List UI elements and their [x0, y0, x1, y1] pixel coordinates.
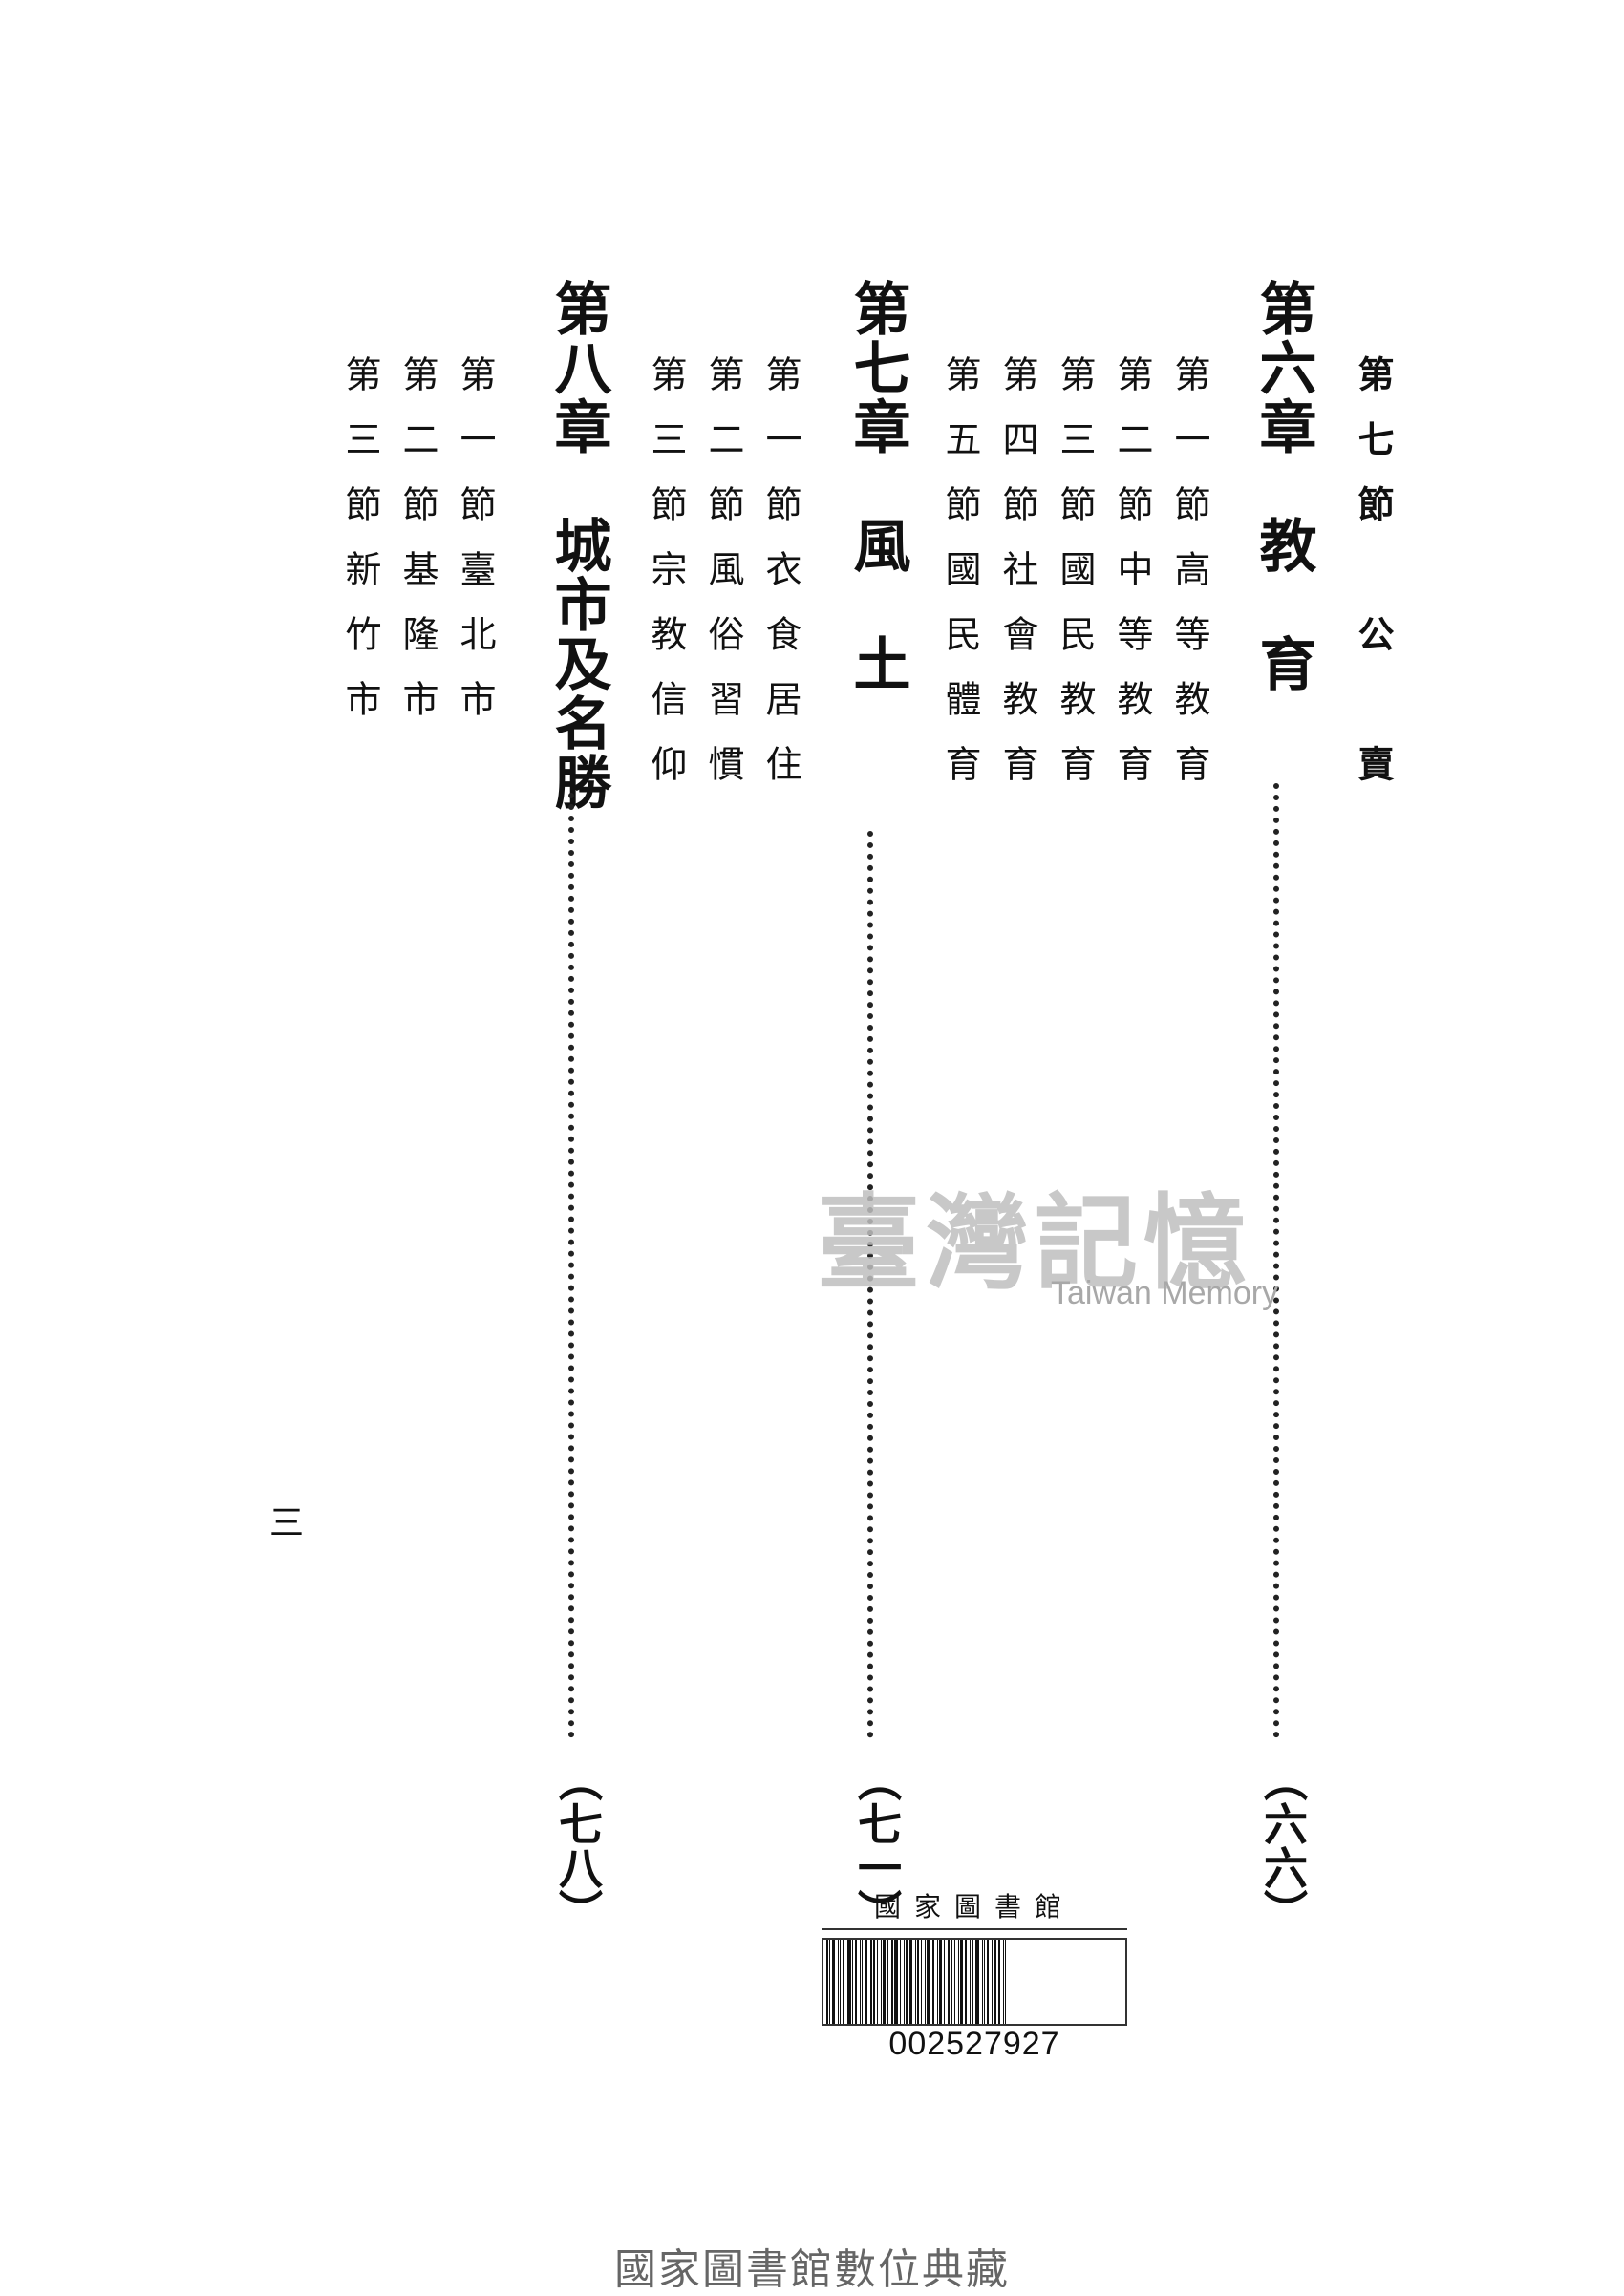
barcode-bar — [862, 1940, 863, 2024]
barcode-bar — [855, 1940, 857, 2024]
barcode-bar — [881, 1940, 882, 2024]
barcode-bar — [860, 1940, 861, 2024]
barcode-bar — [965, 1940, 967, 2024]
page-number: 三 — [264, 1504, 303, 1539]
barcode-bar — [960, 1940, 963, 2024]
toc-ch8-section: 第二節基隆市 — [396, 355, 438, 745]
barcode-bar — [829, 1940, 830, 2024]
toc-ch7-section: 第二節風俗習慣 — [702, 355, 744, 810]
toc-ch7-section: 第三節宗教信仰 — [645, 355, 687, 810]
barcode-bar — [870, 1940, 872, 2024]
barcode-bar — [826, 1940, 828, 2024]
barcode-bar — [1003, 1940, 1004, 2024]
barcode-bar — [847, 1940, 851, 2024]
toc-ch8-leader — [568, 793, 574, 1738]
toc-ch6-page: （六六） — [1257, 1757, 1309, 1933]
barcode-bar — [987, 1940, 989, 2024]
barcode-bar — [873, 1940, 875, 2024]
barcode-icon — [822, 1938, 1127, 2026]
barcode-bar — [865, 1940, 867, 2024]
barcode-bar — [900, 1940, 901, 2024]
barcode-number: 002527927 — [888, 2026, 1060, 2062]
barcode-bar — [970, 1940, 971, 2024]
toc-ch6-title: 第六章 教 育 — [1250, 279, 1316, 693]
barcode-bar — [958, 1940, 959, 2024]
toc-ch7-page: （七一） — [851, 1757, 903, 1933]
barcode-bar — [852, 1940, 853, 2024]
barcode-bar — [917, 1940, 919, 2024]
toc-ch8-section: 第三節新竹市 — [339, 355, 381, 745]
toc-ch6-sec7: 第七節 公 賣 — [1352, 355, 1395, 810]
barcode-bar — [982, 1940, 983, 2024]
barcode-bar — [906, 1940, 908, 2024]
barcode-bar — [944, 1940, 945, 2024]
barcode-bar — [927, 1940, 930, 2024]
barcode-bar — [932, 1940, 934, 2024]
barcode-bar — [937, 1940, 938, 2024]
barcode-bar — [939, 1940, 942, 2024]
toc-ch6-section: 第一節高等教育 — [1168, 355, 1210, 810]
barcode-bar — [984, 1940, 985, 2024]
toc-ch8-page: （七八） — [552, 1757, 604, 1933]
barcode-bar — [948, 1940, 950, 2024]
barcode-bar — [994, 1940, 996, 2024]
toc-ch6-section: 第三節國民教育 — [1054, 355, 1096, 810]
barcode-bar — [838, 1940, 839, 2024]
barcode-bar — [840, 1940, 841, 2024]
barcode-bar — [843, 1940, 844, 2024]
barcode-title: 國家圖書館 — [822, 1886, 1127, 1930]
barcode-label: 國家圖書館 002527927 — [822, 1886, 1127, 2062]
toc-ch6-section: 第二節中等教育 — [1111, 355, 1153, 810]
barcode-bar — [904, 1940, 905, 2024]
toc-ch6-leader — [1273, 783, 1279, 1738]
barcode-bar — [951, 1940, 952, 2024]
toc-ch8-section: 第一節臺北市 — [454, 355, 496, 745]
barcode-bar — [832, 1940, 835, 2024]
footer-credit: 國家圖書館數位典藏 — [614, 2245, 1010, 2294]
watermark-en: Taiwan Memory — [1051, 1275, 1279, 1311]
barcode-bar — [915, 1940, 916, 2024]
barcode-bar — [891, 1940, 893, 2024]
barcode-bar — [1005, 1940, 1006, 2024]
barcode-bar — [972, 1940, 973, 2024]
watermark-logo: 臺灣記憶 Taiwan Memory — [817, 1160, 1314, 1313]
barcode-bar — [894, 1940, 898, 2024]
toc-ch7-section: 第一節衣食居住 — [759, 355, 801, 810]
barcode-bar — [992, 1940, 993, 2024]
barcode-bar — [883, 1940, 886, 2024]
barcode-bar — [954, 1940, 955, 2024]
toc-ch8-title: 第八章 城市及名勝 — [545, 279, 611, 812]
barcode-bar — [877, 1940, 878, 2024]
barcode-bar — [909, 1940, 912, 2024]
barcode-bar — [925, 1940, 926, 2024]
barcode-bar — [921, 1940, 922, 2024]
toc-ch6-section: 第四節社會教育 — [996, 355, 1038, 810]
barcode-bar — [998, 1940, 1000, 2024]
toc-ch7-title: 第七章 風 土 — [844, 279, 910, 693]
barcode-bar — [975, 1940, 979, 2024]
toc-ch7-leader — [867, 831, 873, 1738]
barcode-bar — [887, 1940, 888, 2024]
toc-ch6-section: 第五節國民體育 — [939, 355, 981, 810]
watermark-cn: 臺灣記憶 — [817, 1183, 1253, 1304]
